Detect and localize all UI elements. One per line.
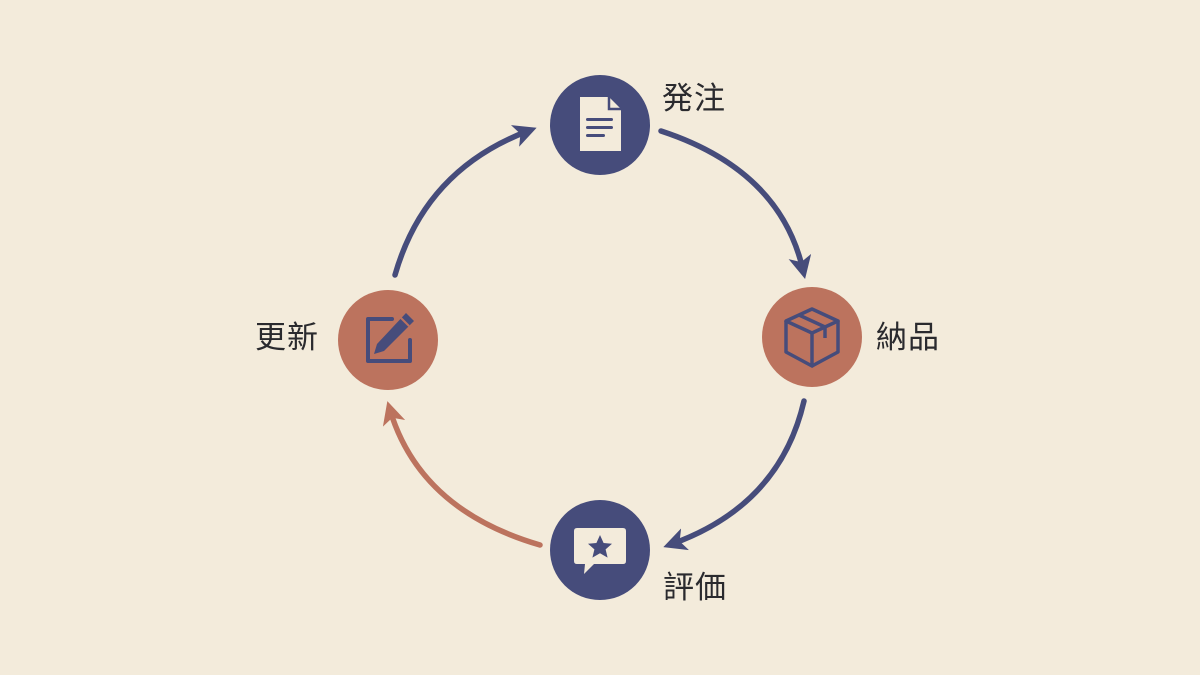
arrow-update-to-order bbox=[392, 125, 537, 278]
step-node-update bbox=[338, 290, 438, 390]
step-node-order bbox=[550, 75, 650, 175]
arrow-review-to-update bbox=[382, 401, 543, 548]
star-icon bbox=[588, 535, 612, 558]
arrow-deliver-to-review bbox=[663, 398, 807, 551]
step-label-review: 評価 bbox=[663, 570, 727, 606]
step-label-update: 更新 bbox=[255, 320, 319, 356]
star-speech-bubble-icon bbox=[574, 528, 626, 574]
step-node-review bbox=[550, 500, 650, 600]
arrow-order-to-deliver bbox=[658, 128, 812, 280]
step-label-order: 発注 bbox=[662, 81, 726, 117]
step-node-deliver bbox=[762, 287, 862, 387]
box-icon bbox=[784, 307, 840, 368]
document-icon bbox=[580, 97, 621, 151]
pencil-edit-icon bbox=[366, 313, 414, 363]
step-label-deliver: 納品 bbox=[876, 320, 940, 356]
